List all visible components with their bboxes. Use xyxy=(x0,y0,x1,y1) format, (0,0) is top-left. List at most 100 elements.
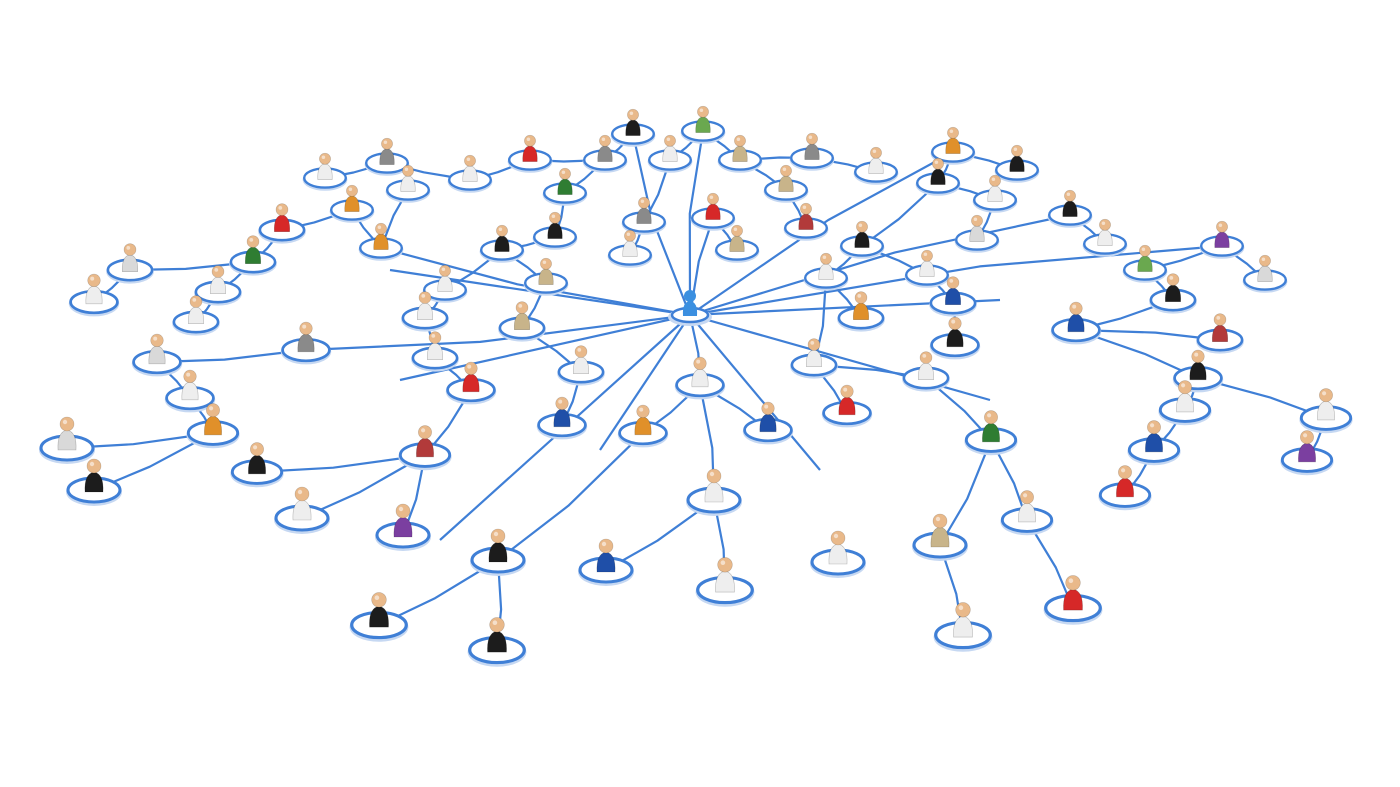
head-highlight xyxy=(1322,391,1327,396)
person-head xyxy=(275,203,289,216)
head-highlight xyxy=(89,461,95,467)
head-highlight xyxy=(858,223,863,227)
person-figure-icon xyxy=(498,301,546,342)
person-body xyxy=(1145,432,1163,453)
person-head xyxy=(840,384,854,399)
person-body xyxy=(187,306,205,324)
person-figure-icon xyxy=(470,528,526,576)
person-figure-icon xyxy=(1122,244,1168,283)
person-body xyxy=(705,203,721,220)
person-figure-icon xyxy=(929,276,977,317)
head-highlight xyxy=(973,217,978,221)
person-figure-icon xyxy=(954,214,1000,253)
person-figure-icon xyxy=(39,416,95,464)
head-highlight xyxy=(923,252,928,256)
head-highlight xyxy=(421,428,426,433)
person-head xyxy=(1069,301,1083,316)
person-head xyxy=(830,530,846,546)
person-figure-icon xyxy=(972,174,1018,213)
person-head xyxy=(206,403,220,418)
person-head xyxy=(706,468,722,484)
person-body xyxy=(292,499,312,521)
head-highlight xyxy=(1261,257,1266,261)
person-figure-icon xyxy=(1280,430,1334,476)
person-body xyxy=(695,116,711,133)
person-figure-icon xyxy=(763,164,809,203)
person-body xyxy=(868,157,884,174)
person-head xyxy=(464,154,476,167)
head-highlight xyxy=(709,195,714,199)
link-line xyxy=(689,151,954,316)
head-highlight xyxy=(764,404,769,409)
person-head xyxy=(780,164,792,177)
person-head xyxy=(1216,220,1228,233)
head-highlight xyxy=(542,260,547,264)
head-highlight xyxy=(958,605,964,611)
person-head xyxy=(211,265,225,278)
person-figure-icon xyxy=(690,192,736,231)
person-body xyxy=(982,422,1000,443)
hub-head xyxy=(684,290,696,302)
head-highlight xyxy=(209,406,214,411)
person-head xyxy=(1064,189,1076,202)
head-highlight xyxy=(126,246,131,250)
head-highlight xyxy=(1216,316,1221,320)
person-body xyxy=(597,145,613,162)
person-head xyxy=(1178,380,1192,395)
person-figure-icon xyxy=(933,602,993,652)
person-body xyxy=(369,605,389,628)
person-head xyxy=(806,132,818,145)
person-figure-icon xyxy=(647,134,693,173)
person-head xyxy=(371,592,387,608)
person-head xyxy=(250,442,264,457)
person-body xyxy=(522,145,538,162)
person-head xyxy=(761,401,775,416)
person-body xyxy=(547,222,563,239)
person-body xyxy=(917,362,935,380)
person-body xyxy=(1298,442,1316,463)
head-highlight xyxy=(949,129,954,133)
head-highlight xyxy=(1141,247,1146,251)
person-head xyxy=(559,167,571,180)
person-head xyxy=(381,137,393,150)
person-body xyxy=(572,356,590,374)
person-body xyxy=(919,260,935,277)
head-highlight xyxy=(733,227,738,231)
head-highlight xyxy=(810,341,815,345)
person-figure-icon xyxy=(912,513,968,561)
person-figure-icon xyxy=(578,538,634,586)
person-head xyxy=(707,192,719,205)
link-line xyxy=(305,313,691,352)
person-figure-icon xyxy=(1082,218,1128,257)
person-head xyxy=(989,174,1001,187)
person-figure-icon xyxy=(821,384,873,428)
person-body xyxy=(1009,155,1025,172)
person-head xyxy=(820,252,832,265)
person-figure-icon xyxy=(66,458,122,506)
head-highlight xyxy=(1218,223,1223,227)
person-figure-icon xyxy=(1047,189,1093,228)
person-body xyxy=(462,165,478,182)
person-body xyxy=(930,526,950,548)
person-body xyxy=(634,416,652,436)
hub-node xyxy=(668,290,712,326)
person-figure-icon xyxy=(349,592,409,642)
person-head xyxy=(294,486,310,502)
person-head xyxy=(693,356,707,371)
head-highlight xyxy=(720,560,726,566)
person-figure-icon xyxy=(274,486,330,534)
person-body xyxy=(1116,477,1134,498)
person-figure-icon xyxy=(229,235,277,276)
person-body xyxy=(1164,284,1182,302)
person-head xyxy=(515,301,529,314)
person-head xyxy=(319,152,331,165)
head-highlight xyxy=(639,407,644,412)
head-highlight xyxy=(935,516,941,522)
link-line xyxy=(497,432,644,561)
head-highlight xyxy=(492,620,498,626)
person-figure-icon xyxy=(131,333,183,377)
person-body xyxy=(494,235,510,252)
person-body xyxy=(148,345,166,365)
person-figure-icon xyxy=(532,211,578,250)
head-highlight xyxy=(666,137,671,141)
